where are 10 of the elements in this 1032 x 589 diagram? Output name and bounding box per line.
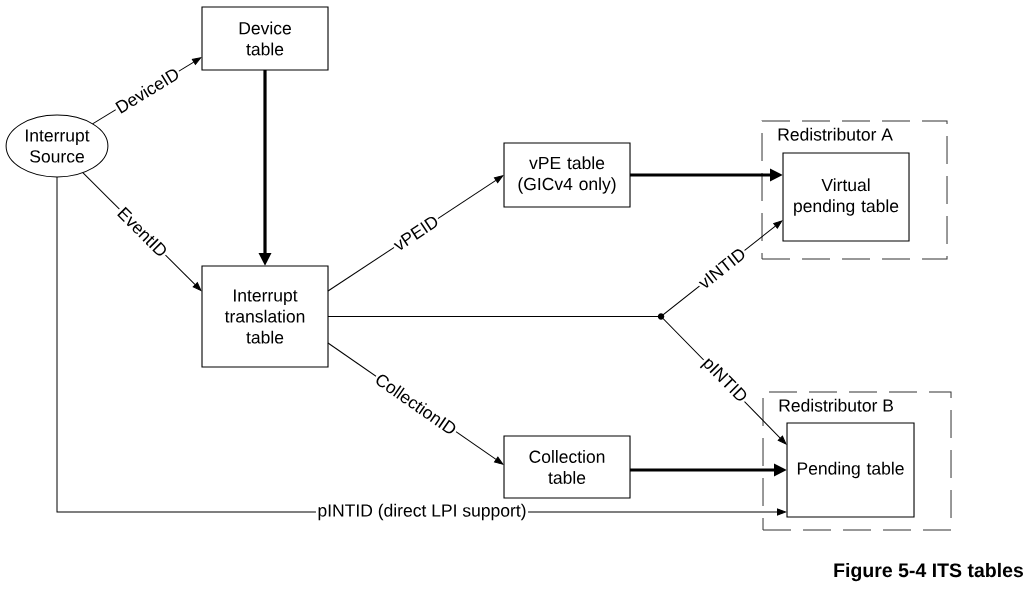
table-box: Collection table: [503, 435, 631, 499]
table-box: Interrupt translation table: [201, 265, 329, 368]
table-box: Pending table: [786, 422, 915, 518]
ellipse-node: Interrupt Source: [5, 114, 109, 178]
edge-label: pINTID (direct LPI support): [315, 502, 529, 522]
arrow: [327, 316, 787, 445]
table-box: Virtual pending table: [782, 152, 910, 242]
table-box: vPE table (GICv4 only): [503, 142, 631, 208]
figure-caption: Figure 5-4 ITS tables: [834, 562, 1023, 582]
table-box: Device table: [201, 6, 329, 71]
